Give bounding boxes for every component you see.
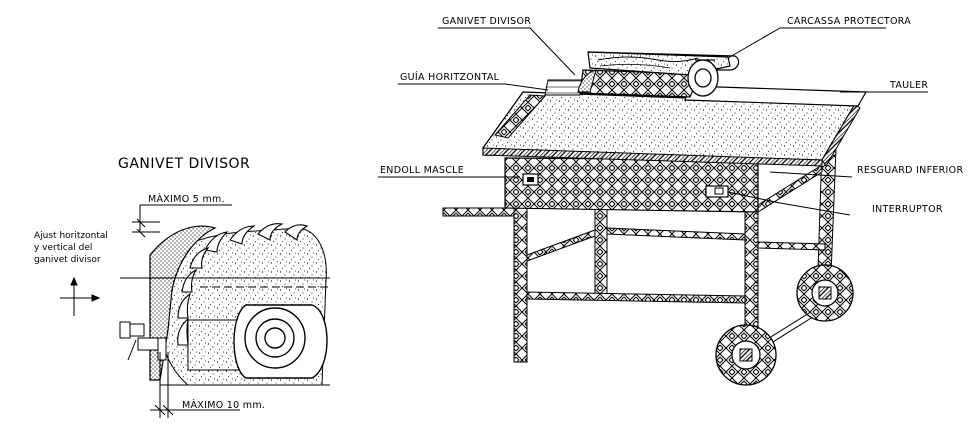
dimension-max-top: [132, 204, 232, 238]
riving-knife: [149, 225, 217, 381]
dimension-max-bottom: [150, 352, 240, 418]
clamp-bolts: [119, 321, 167, 361]
table-lip: [494, 94, 547, 139]
blade-guard-top: [587, 51, 740, 71]
detail-title: GANIVET DIVISOR: [118, 156, 250, 172]
max-top-label: MÀXIMO 5 mm.: [148, 193, 225, 205]
table-top-edge: [482, 147, 823, 167]
callout-endoll-mascle: ENDOLL MASCLE: [380, 165, 464, 176]
front-wheel: [715, 324, 777, 386]
max-bottom-label: MÀXIMO 10 mm.: [182, 399, 265, 411]
lower-guard-box: [504, 157, 759, 213]
adjust-note-line-1: Ajust horitzontal: [34, 231, 108, 241]
front-stretcher: [526, 291, 746, 304]
right-stretcher: [757, 241, 826, 251]
saw-bench: [442, 51, 868, 386]
callout-tauler: TAULER: [889, 80, 928, 91]
callout-interruptor: INTERRUPTOR: [872, 204, 943, 215]
adjust-note-line-3: ganivet divisor: [34, 255, 101, 265]
adjust-arrows-icon: [60, 276, 101, 316]
rear-wheel: [796, 264, 854, 322]
callout-guia-horitzontal: GUÍA HORITZONTAL: [400, 71, 500, 83]
guard-roller: [687, 59, 719, 97]
saw-teeth: [177, 223, 309, 346]
arbor-pulley: [233, 304, 328, 379]
middle-stretcher: [606, 227, 746, 241]
callout-leaders: [378, 27, 928, 216]
adjust-note-line-2: y vertical del: [34, 243, 92, 253]
bench-riving-knife: [577, 69, 597, 93]
left-side-rail: [442, 207, 516, 217]
callout-resguard-inferior: RESGUARD INFERIOR: [857, 165, 963, 176]
switch-icon: [705, 185, 729, 198]
horizontal-guide: [544, 79, 584, 96]
side-stretcher: [526, 229, 596, 262]
callout-carcassa-protectora: CARCASSA PROTECTORA: [787, 16, 911, 27]
table-top-side: [821, 103, 861, 167]
left-detail: GANIVET DIVISOR Ajust horitzontal y vert…: [34, 156, 330, 418]
callout-ganivet-divisor: GANIVET DIVISOR: [442, 16, 531, 27]
socket-icon: [522, 173, 539, 186]
